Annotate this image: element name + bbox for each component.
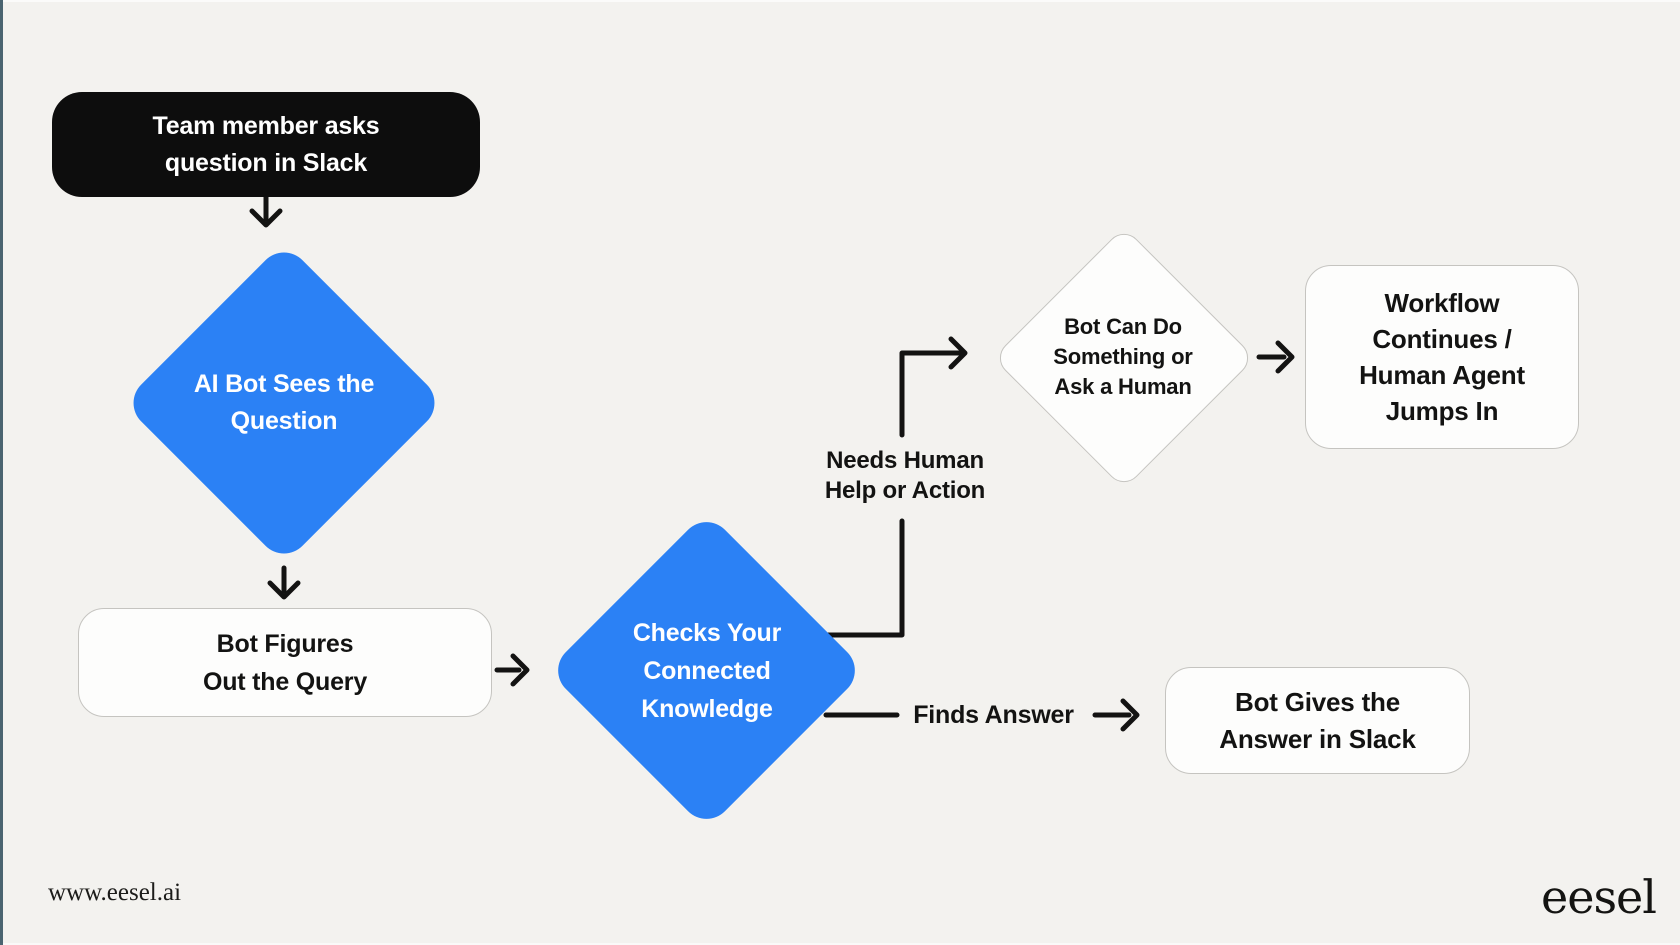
edge-label-line: Help or Action [824, 477, 986, 504]
eesel-logo: eesel [1541, 870, 1657, 924]
bottom-edge-divider [0, 943, 1680, 945]
node-text-line: Question [230, 407, 338, 435]
node-bot-gives-answer: Bot Gives the Answer in Slack [1165, 667, 1470, 774]
arrow-bot-sees-to-bot-figures [267, 565, 301, 600]
node-text-line: Knowledge [641, 695, 773, 723]
node-text-line: Connected [643, 657, 771, 685]
left-edge-divider [0, 0, 3, 945]
node-text-line: AI Bot Sees the [193, 370, 375, 398]
node-text-line: Bot Gives the [1235, 686, 1400, 717]
top-edge-divider [0, 0, 1680, 2]
arrow-needs-human-elbow [823, 336, 968, 638]
node-text-line: Something or [1053, 344, 1193, 369]
node-bot-can-do-label: Bot Can Do Something or Ask a Human [993, 227, 1253, 487]
node-checks-knowledge-label: Checks Your Connected Knowledge [547, 511, 867, 831]
website-url: www.eesel.ai [48, 879, 182, 906]
node-text-line: Human Agent [1359, 360, 1525, 390]
node-text-line: Ask a Human [1054, 374, 1192, 399]
arrow-finds-answer [823, 698, 1140, 732]
arrow-bot-can-do-to-workflow [1256, 340, 1295, 374]
node-text-line: Team member asks [152, 111, 380, 140]
node-text-line: Workflow [1384, 288, 1500, 318]
node-text-line: Checks Your [632, 619, 782, 647]
node-text-line: Out the Query [202, 667, 368, 696]
arrow-bot-figures-to-checks-knowledge [494, 653, 530, 687]
node-bot-figures-query: Bot Figures Out the Query [78, 608, 492, 717]
node-text-line: question in Slack [164, 148, 368, 177]
edge-label-needs-human: Needs Human Help or Action [783, 446, 1027, 506]
node-text-line: Bot Figures [216, 629, 354, 658]
node-text-line: Bot Can Do [1064, 314, 1182, 339]
node-workflow-continues: Workflow Continues / Human Agent Jumps I… [1305, 265, 1579, 449]
edge-label-line: Finds Answer [913, 701, 1074, 729]
node-text-line: Continues / [1372, 324, 1512, 354]
node-team-member-asks: Team member asks question in Slack [52, 92, 480, 197]
edge-label-finds-answer: Finds Answer [891, 701, 1096, 729]
node-ai-bot-sees-label: AI Bot Sees the Question [124, 243, 444, 563]
arrow-start-to-bot-sees [249, 190, 283, 228]
node-text-line: Jumps In [1385, 396, 1499, 426]
node-text-line: Answer in Slack [1219, 723, 1416, 754]
edge-label-line: Needs Human [826, 447, 984, 474]
